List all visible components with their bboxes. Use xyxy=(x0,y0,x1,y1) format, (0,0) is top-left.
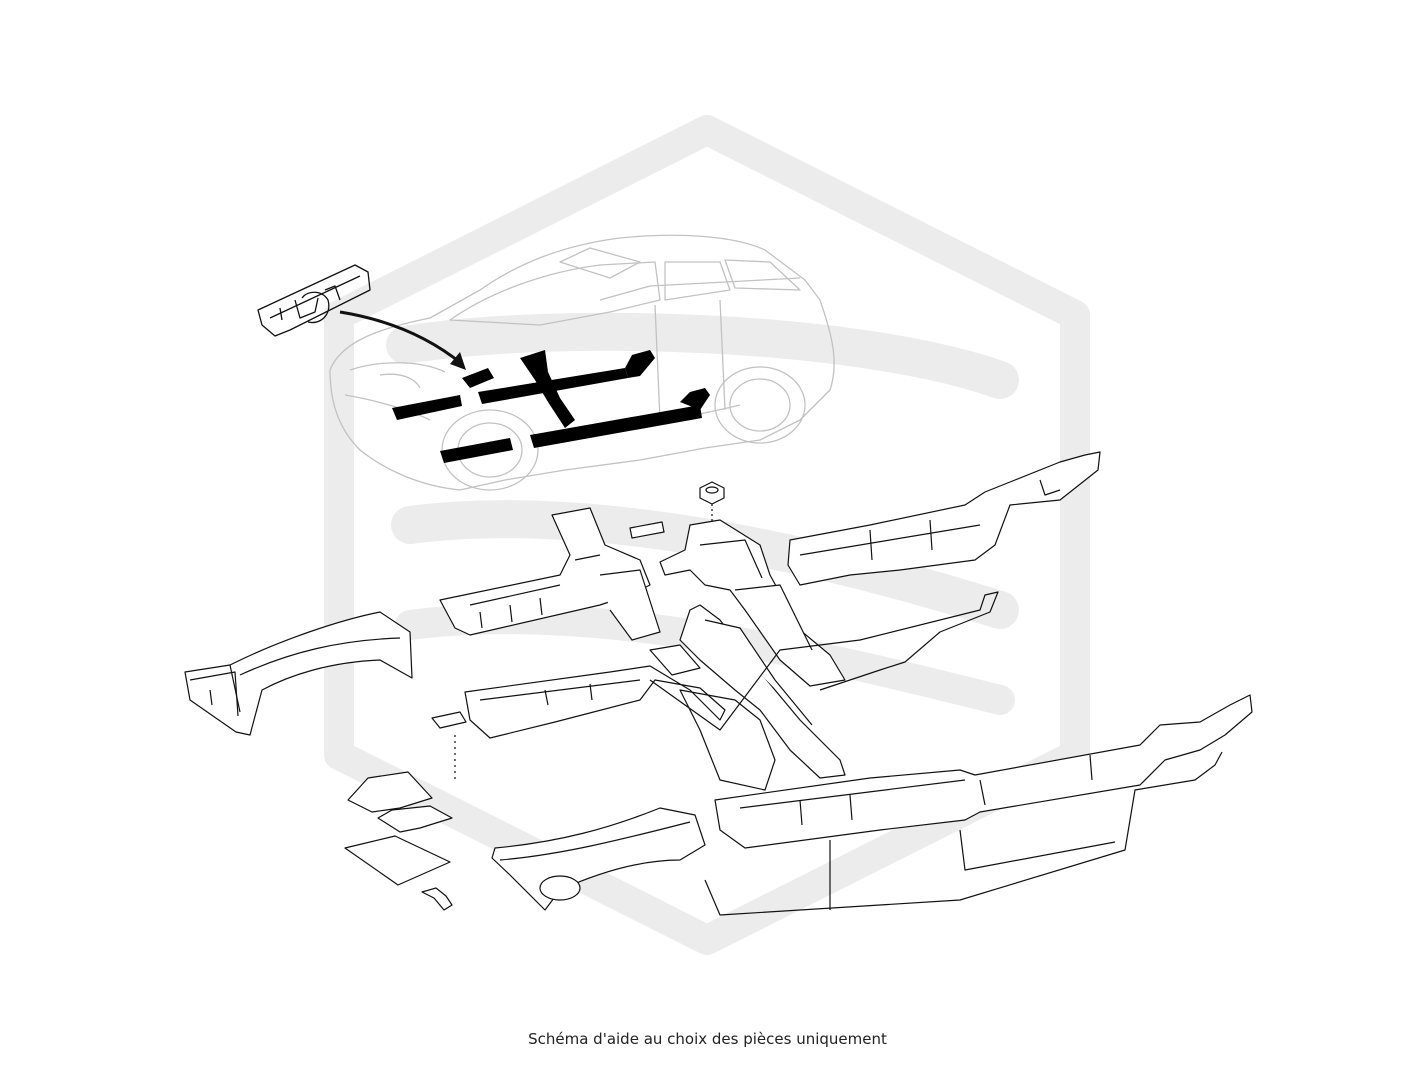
small-clip xyxy=(629,521,665,539)
highlighted-parts xyxy=(392,350,710,463)
part-right-sill xyxy=(714,694,1253,849)
part-left-wheel-arch xyxy=(184,611,413,736)
part-left-upper-bracket xyxy=(439,507,661,641)
part-insulation-pads xyxy=(344,771,453,911)
part-right-upper-rail xyxy=(787,451,1101,586)
part-right-lower-panel xyxy=(704,751,1223,916)
detail-part-front-bracket xyxy=(257,264,371,337)
car-outline xyxy=(329,234,835,491)
diagram-caption: Schéma d'aide au choix des pièces unique… xyxy=(528,1030,887,1048)
small-clip-left xyxy=(431,711,467,729)
part-floor-panel xyxy=(649,591,999,791)
part-left-sill xyxy=(464,665,726,739)
callout-arrow-icon xyxy=(339,310,466,370)
part-rear-wheel-arch xyxy=(491,807,706,911)
part-central-tunnel xyxy=(649,519,846,779)
exploded-parts xyxy=(184,451,1253,916)
